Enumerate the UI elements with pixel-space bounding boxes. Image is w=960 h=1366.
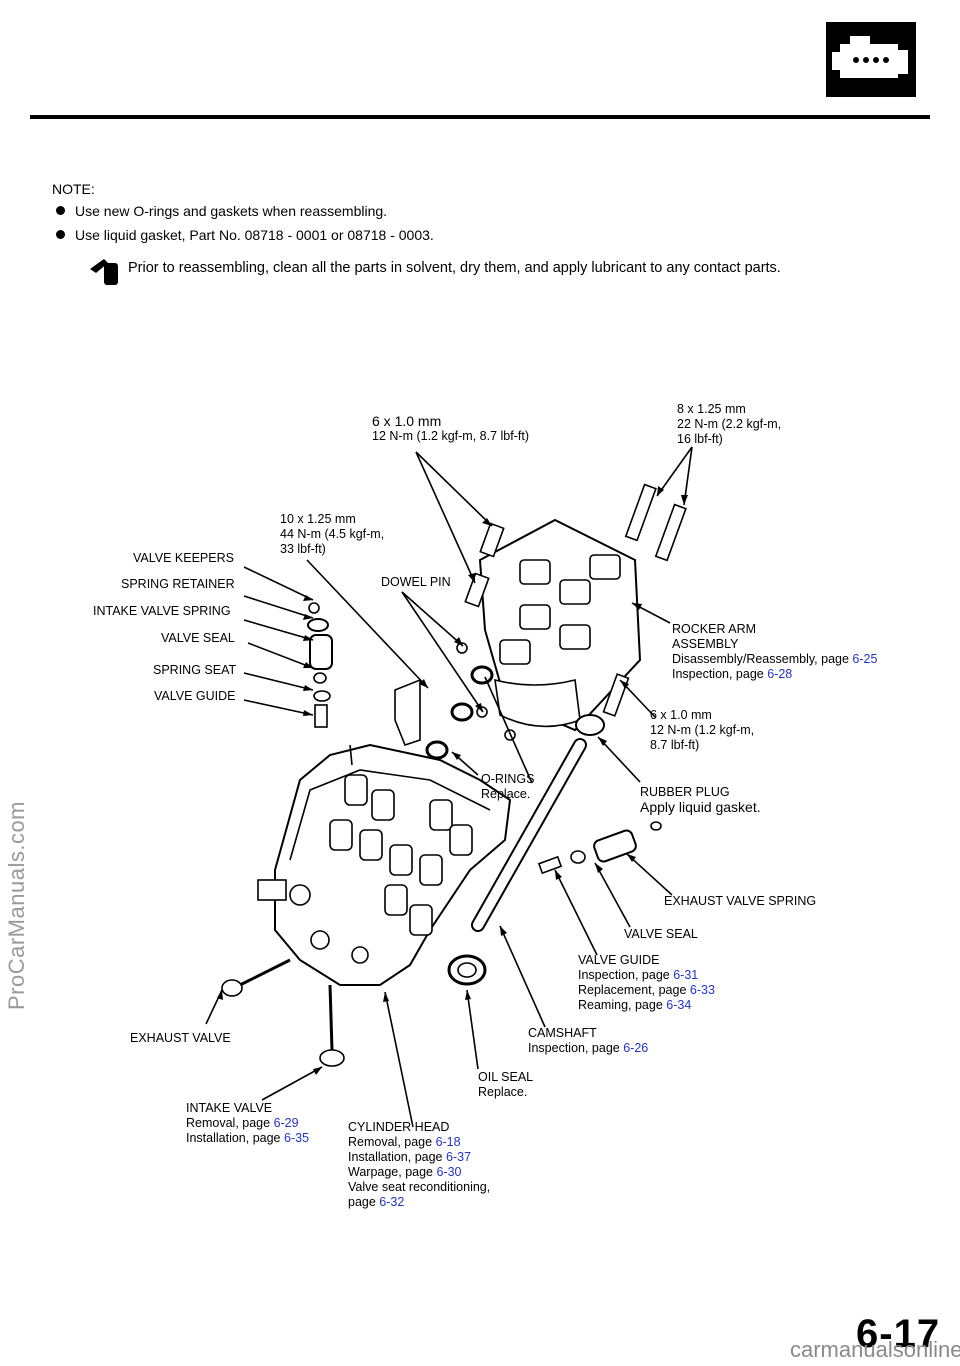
valve-seal-left-label: VALVE SEAL	[161, 631, 235, 645]
link-page-6-29[interactable]: 6-29	[273, 1116, 299, 1130]
link-page-6-35[interactable]: 6-35	[284, 1131, 310, 1145]
rocker-arm-assembly-label: ROCKER ARM ASSEMBLY Disassembly/Reassemb…	[672, 622, 878, 681]
intake-valve-spring-label: INTAKE VALVE SPRING	[93, 604, 231, 618]
valve-keepers-label: VALVE KEEPERS	[133, 551, 234, 565]
valve-seal-right-label: VALVE SEAL	[624, 927, 698, 941]
spring-retainer-label: SPRING RETAINER	[121, 577, 235, 591]
engine-section-icon	[826, 22, 916, 97]
bolt-6mm-top-label: 6 x 1.0 mm 12 N-m (1.2 kgf-m, 8.7 lbf-ft…	[372, 413, 529, 444]
link-page-6-32[interactable]: 6-32	[379, 1195, 405, 1209]
valve-guide-left-label: VALVE GUIDE	[154, 689, 236, 703]
link-page-6-31[interactable]: 6-31	[673, 968, 699, 982]
link-page-6-34[interactable]: 6-34	[666, 998, 692, 1012]
camshaft-label: CAMSHAFT Inspection, page 6-26	[528, 1026, 649, 1055]
side-watermark: ProCarManuals.com	[4, 800, 29, 1010]
link-page-6-26[interactable]: 6-26	[623, 1041, 649, 1055]
exhaust-valve-spring-label: EXHAUST VALVE SPRING	[664, 894, 817, 908]
header-rule	[30, 115, 930, 119]
spring-seat-label: SPRING SEAT	[153, 663, 237, 677]
page-number: 6-17	[856, 1312, 941, 1356]
valve-guide-right-label: VALVE GUIDE Inspection, page 6-31 Replac…	[578, 953, 715, 1012]
note-bullet-1: Use new O-rings and gaskets when reassem…	[56, 203, 387, 219]
note-title: NOTE:	[52, 181, 95, 197]
link-page-6-28[interactable]: 6-28	[767, 667, 793, 681]
oil-seal-label: OIL SEAL Replace.	[478, 1070, 534, 1099]
lubricant-oil-icon	[88, 253, 122, 292]
exhaust-valve-label: EXHAUST VALVE	[130, 1031, 231, 1045]
note-bullet-2: Use liquid gasket, Part No. 08718 - 0001…	[56, 227, 434, 243]
bolt-10mm-label: 10 x 1.25 mm 44 N-m (4.5 kgf-m, 33 lbf-f…	[280, 512, 385, 556]
footer-watermark: carmanualsonline.info	[790, 1337, 960, 1362]
bolt-6mm-right-label: 6 x 1.0 mm 12 N-m (1.2 kgf-m, 8.7 lbf-ft…	[650, 708, 755, 752]
prior-note: Prior to reassembling, clean all the par…	[128, 260, 781, 276]
bolt-8mm-label: 8 x 1.25 mm 22 N-m (2.2 kgf-m, 16 lbf-ft…	[677, 402, 782, 446]
intake-valve-label: INTAKE VALVE Removal, page 6-29 Installa…	[186, 1101, 310, 1145]
rubber-plug-label: RUBBER PLUG Apply liquid gasket.	[640, 785, 761, 815]
link-page-6-37[interactable]: 6-37	[446, 1150, 472, 1164]
cylinder-head-label: CYLINDER HEAD Removal, page 6-18 Install…	[348, 1120, 491, 1209]
link-page-6-33[interactable]: 6-33	[689, 983, 715, 997]
link-page-6-30[interactable]: 6-30	[436, 1165, 462, 1179]
dowel-pin-label: DOWEL PIN	[381, 575, 451, 589]
o-rings-label: O-RINGS Replace.	[481, 772, 535, 801]
link-page-6-18[interactable]: 6-18	[435, 1135, 461, 1149]
link-page-6-25[interactable]: 6-25	[852, 652, 878, 666]
